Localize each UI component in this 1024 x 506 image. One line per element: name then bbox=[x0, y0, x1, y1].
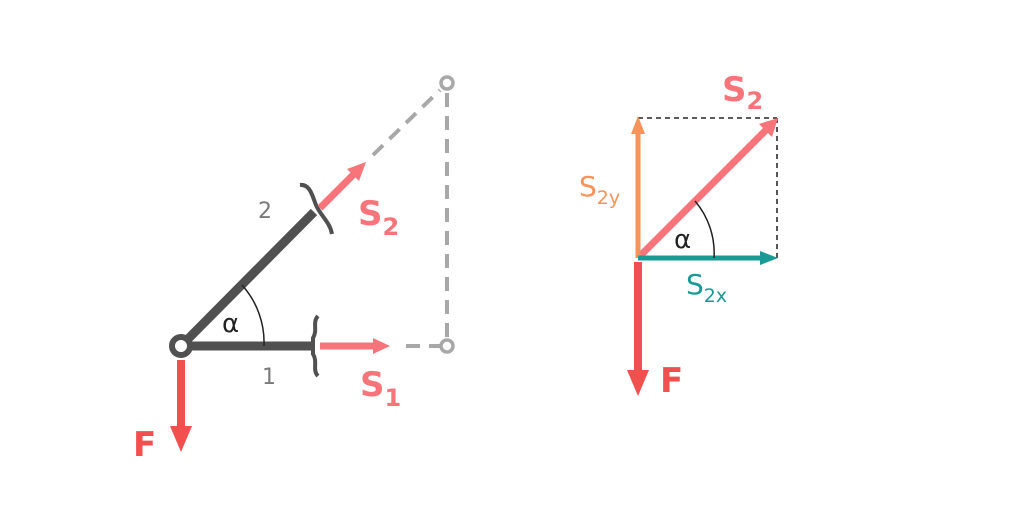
s2y-arrow bbox=[631, 116, 645, 258]
cut-mark-bar-2 bbox=[299, 182, 334, 235]
dashed-right-node bbox=[439, 338, 455, 354]
angle-arc-left bbox=[241, 284, 265, 347]
dashed-top-node bbox=[439, 75, 455, 91]
s2-label-left-main: S bbox=[358, 194, 383, 234]
angle-label-left: α bbox=[222, 309, 239, 339]
s2-label-left-sub: 2 bbox=[383, 213, 400, 241]
cut-mark-bar-1 bbox=[311, 314, 320, 378]
right-diagram: α F S2 S2y S2x bbox=[579, 70, 778, 401]
s2-arrow-right bbox=[635, 118, 778, 261]
force-arrow-left bbox=[170, 360, 192, 452]
s1-label-main: S bbox=[360, 365, 385, 405]
bar-2 bbox=[177, 208, 318, 350]
bar-1-label: 1 bbox=[262, 365, 276, 390]
s2y-label-sub: 2y bbox=[597, 187, 620, 209]
force-label-left: F bbox=[133, 425, 156, 465]
dashed-construction bbox=[371, 88, 449, 348]
s2-label-right-main: S bbox=[722, 70, 747, 110]
force-arrow-right bbox=[627, 262, 649, 396]
force-label-right: F bbox=[660, 361, 683, 401]
s2-label-left: S2 bbox=[358, 194, 399, 241]
s2x-label: S2x bbox=[686, 268, 727, 307]
angle-label-right: α bbox=[674, 225, 691, 255]
joint-node bbox=[169, 334, 193, 358]
dashed-line-diagonal bbox=[371, 88, 442, 157]
s2-arrow-left bbox=[317, 162, 366, 211]
left-diagram: 2 1 α F S2 S1 bbox=[133, 75, 455, 465]
s2-label-right-sub: 2 bbox=[747, 87, 764, 115]
s2y-label-main: S bbox=[579, 170, 597, 203]
s2x-label-sub: 2x bbox=[704, 285, 727, 307]
s2y-label: S2y bbox=[579, 170, 620, 209]
s2x-arrow bbox=[638, 251, 778, 265]
s2x-label-main: S bbox=[686, 268, 704, 301]
s2-label-right: S2 bbox=[722, 70, 763, 115]
s1-label: S1 bbox=[360, 365, 401, 412]
s1-arrow bbox=[320, 338, 390, 354]
angle-arc-right bbox=[694, 200, 715, 259]
s1-label-sub: 1 bbox=[385, 384, 402, 412]
bar-2-label: 2 bbox=[258, 199, 272, 224]
